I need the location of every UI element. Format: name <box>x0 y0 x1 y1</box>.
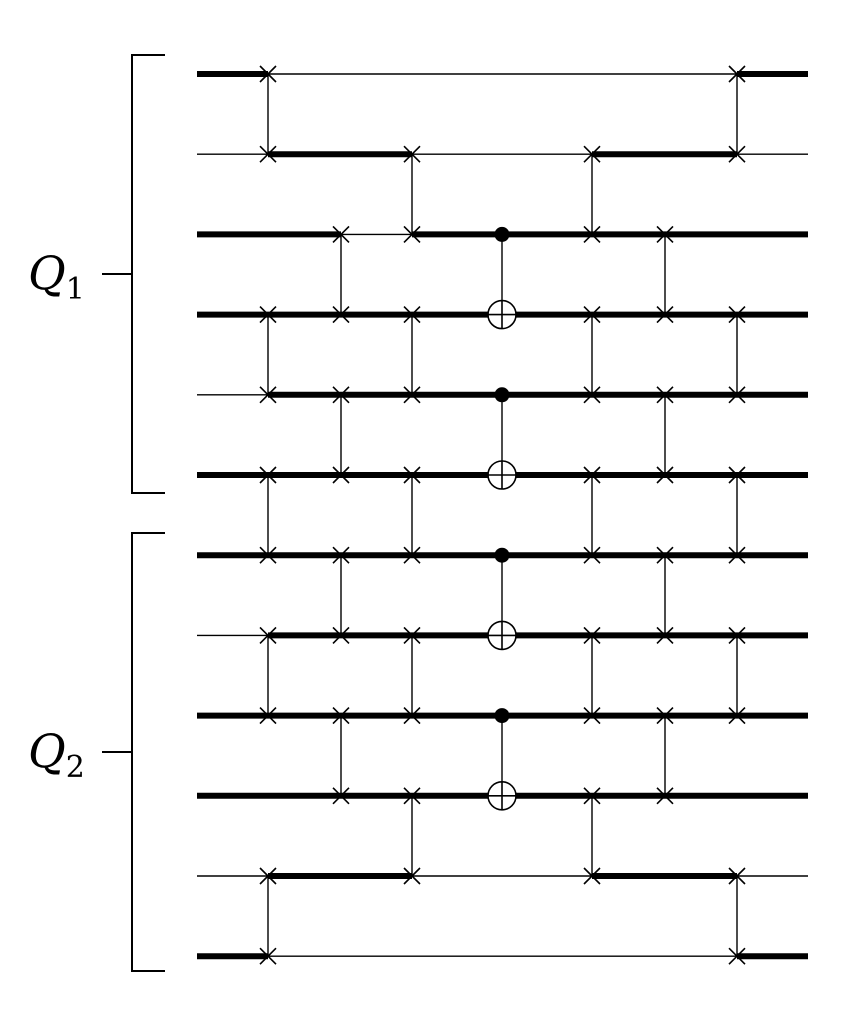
cnot-control-dot <box>494 226 510 242</box>
swap-cross-icon <box>332 386 350 404</box>
swap-cross-icon <box>583 787 601 805</box>
register-label-q2: Q2 <box>28 728 85 783</box>
swap-cross-icon <box>583 225 601 243</box>
swap-cross-icon <box>728 947 746 965</box>
swap-cross-icon <box>259 306 277 324</box>
cnot-control-dot <box>494 708 510 724</box>
swap-cross-icon <box>403 867 421 885</box>
swap-cross-icon <box>583 386 601 404</box>
register-label-q1-index: 1 <box>65 272 85 307</box>
swap-cross-icon <box>728 707 746 725</box>
swap-cross-icon <box>403 546 421 564</box>
cnot-control-dot <box>494 387 510 403</box>
register-label-q2-name: Q <box>28 724 66 778</box>
register-label-q2-index: 2 <box>65 750 85 785</box>
swap-cross-icon <box>728 65 746 83</box>
swap-cross-icon <box>656 225 674 243</box>
swap-cross-icon <box>332 626 350 644</box>
swap-cross-icon <box>332 466 350 484</box>
swap-cross-icon <box>259 65 277 83</box>
swap-cross-icon <box>728 145 746 163</box>
swap-cross-icon <box>583 306 601 324</box>
swap-cross-icon <box>656 306 674 324</box>
swap-cross-icon <box>259 145 277 163</box>
cnot-control-dot <box>494 547 510 563</box>
swap-cross-icon <box>728 867 746 885</box>
swap-cross-icon <box>728 546 746 564</box>
swap-cross-icon <box>656 707 674 725</box>
swap-cross-icon <box>403 466 421 484</box>
swap-cross-icon <box>583 145 601 163</box>
swap-cross-icon <box>332 225 350 243</box>
cnot-target-plus <box>488 461 516 489</box>
register-label-q1-name: Q <box>28 246 66 300</box>
swap-cross-icon <box>259 707 277 725</box>
swap-cross-icon <box>656 787 674 805</box>
swap-cross-icon <box>403 306 421 324</box>
swap-cross-icon <box>403 225 421 243</box>
swap-cross-icon <box>728 386 746 404</box>
swap-cross-icon <box>403 145 421 163</box>
swap-cross-icon <box>728 466 746 484</box>
swap-cross-icon <box>656 626 674 644</box>
swap-cross-icon <box>332 546 350 564</box>
cnot-target-plus <box>488 300 516 329</box>
swap-cross-icon <box>656 386 674 404</box>
swap-cross-icon <box>332 707 350 725</box>
swap-cross-icon <box>728 306 746 324</box>
swap-cross-icon <box>583 867 601 885</box>
swap-cross-icon <box>656 546 674 564</box>
swap-cross-icon <box>259 546 277 564</box>
swap-cross-icon <box>583 466 601 484</box>
swap-cross-icon <box>259 386 277 404</box>
swap-cross-icon <box>583 707 601 725</box>
swap-cross-icon <box>259 626 277 644</box>
swap-cross-icon <box>403 386 421 404</box>
swap-cross-icon <box>403 626 421 644</box>
swap-cross-icon <box>259 867 277 885</box>
swap-cross-icon <box>332 787 350 805</box>
bracket-q1-line <box>102 54 165 494</box>
swap-cross-icon <box>259 947 277 965</box>
swap-cross-icon <box>259 466 277 484</box>
swap-cross-icon <box>656 466 674 484</box>
swap-cross-icon <box>583 546 601 564</box>
swap-cross-icon <box>583 626 601 644</box>
register-bracket-q2 <box>102 532 165 972</box>
swap-cross-icon <box>403 787 421 805</box>
register-bracket-q1 <box>102 54 165 494</box>
swap-cross-icon <box>403 707 421 725</box>
cnot-target-plus <box>488 781 516 810</box>
swap-cross-icon <box>728 626 746 644</box>
swap-cross-icon <box>332 306 350 324</box>
cnot-target-plus <box>488 621 516 650</box>
bracket-q2-line <box>102 532 165 972</box>
wires <box>197 71 808 960</box>
register-label-q1: Q1 <box>28 250 85 305</box>
gates <box>259 65 746 965</box>
